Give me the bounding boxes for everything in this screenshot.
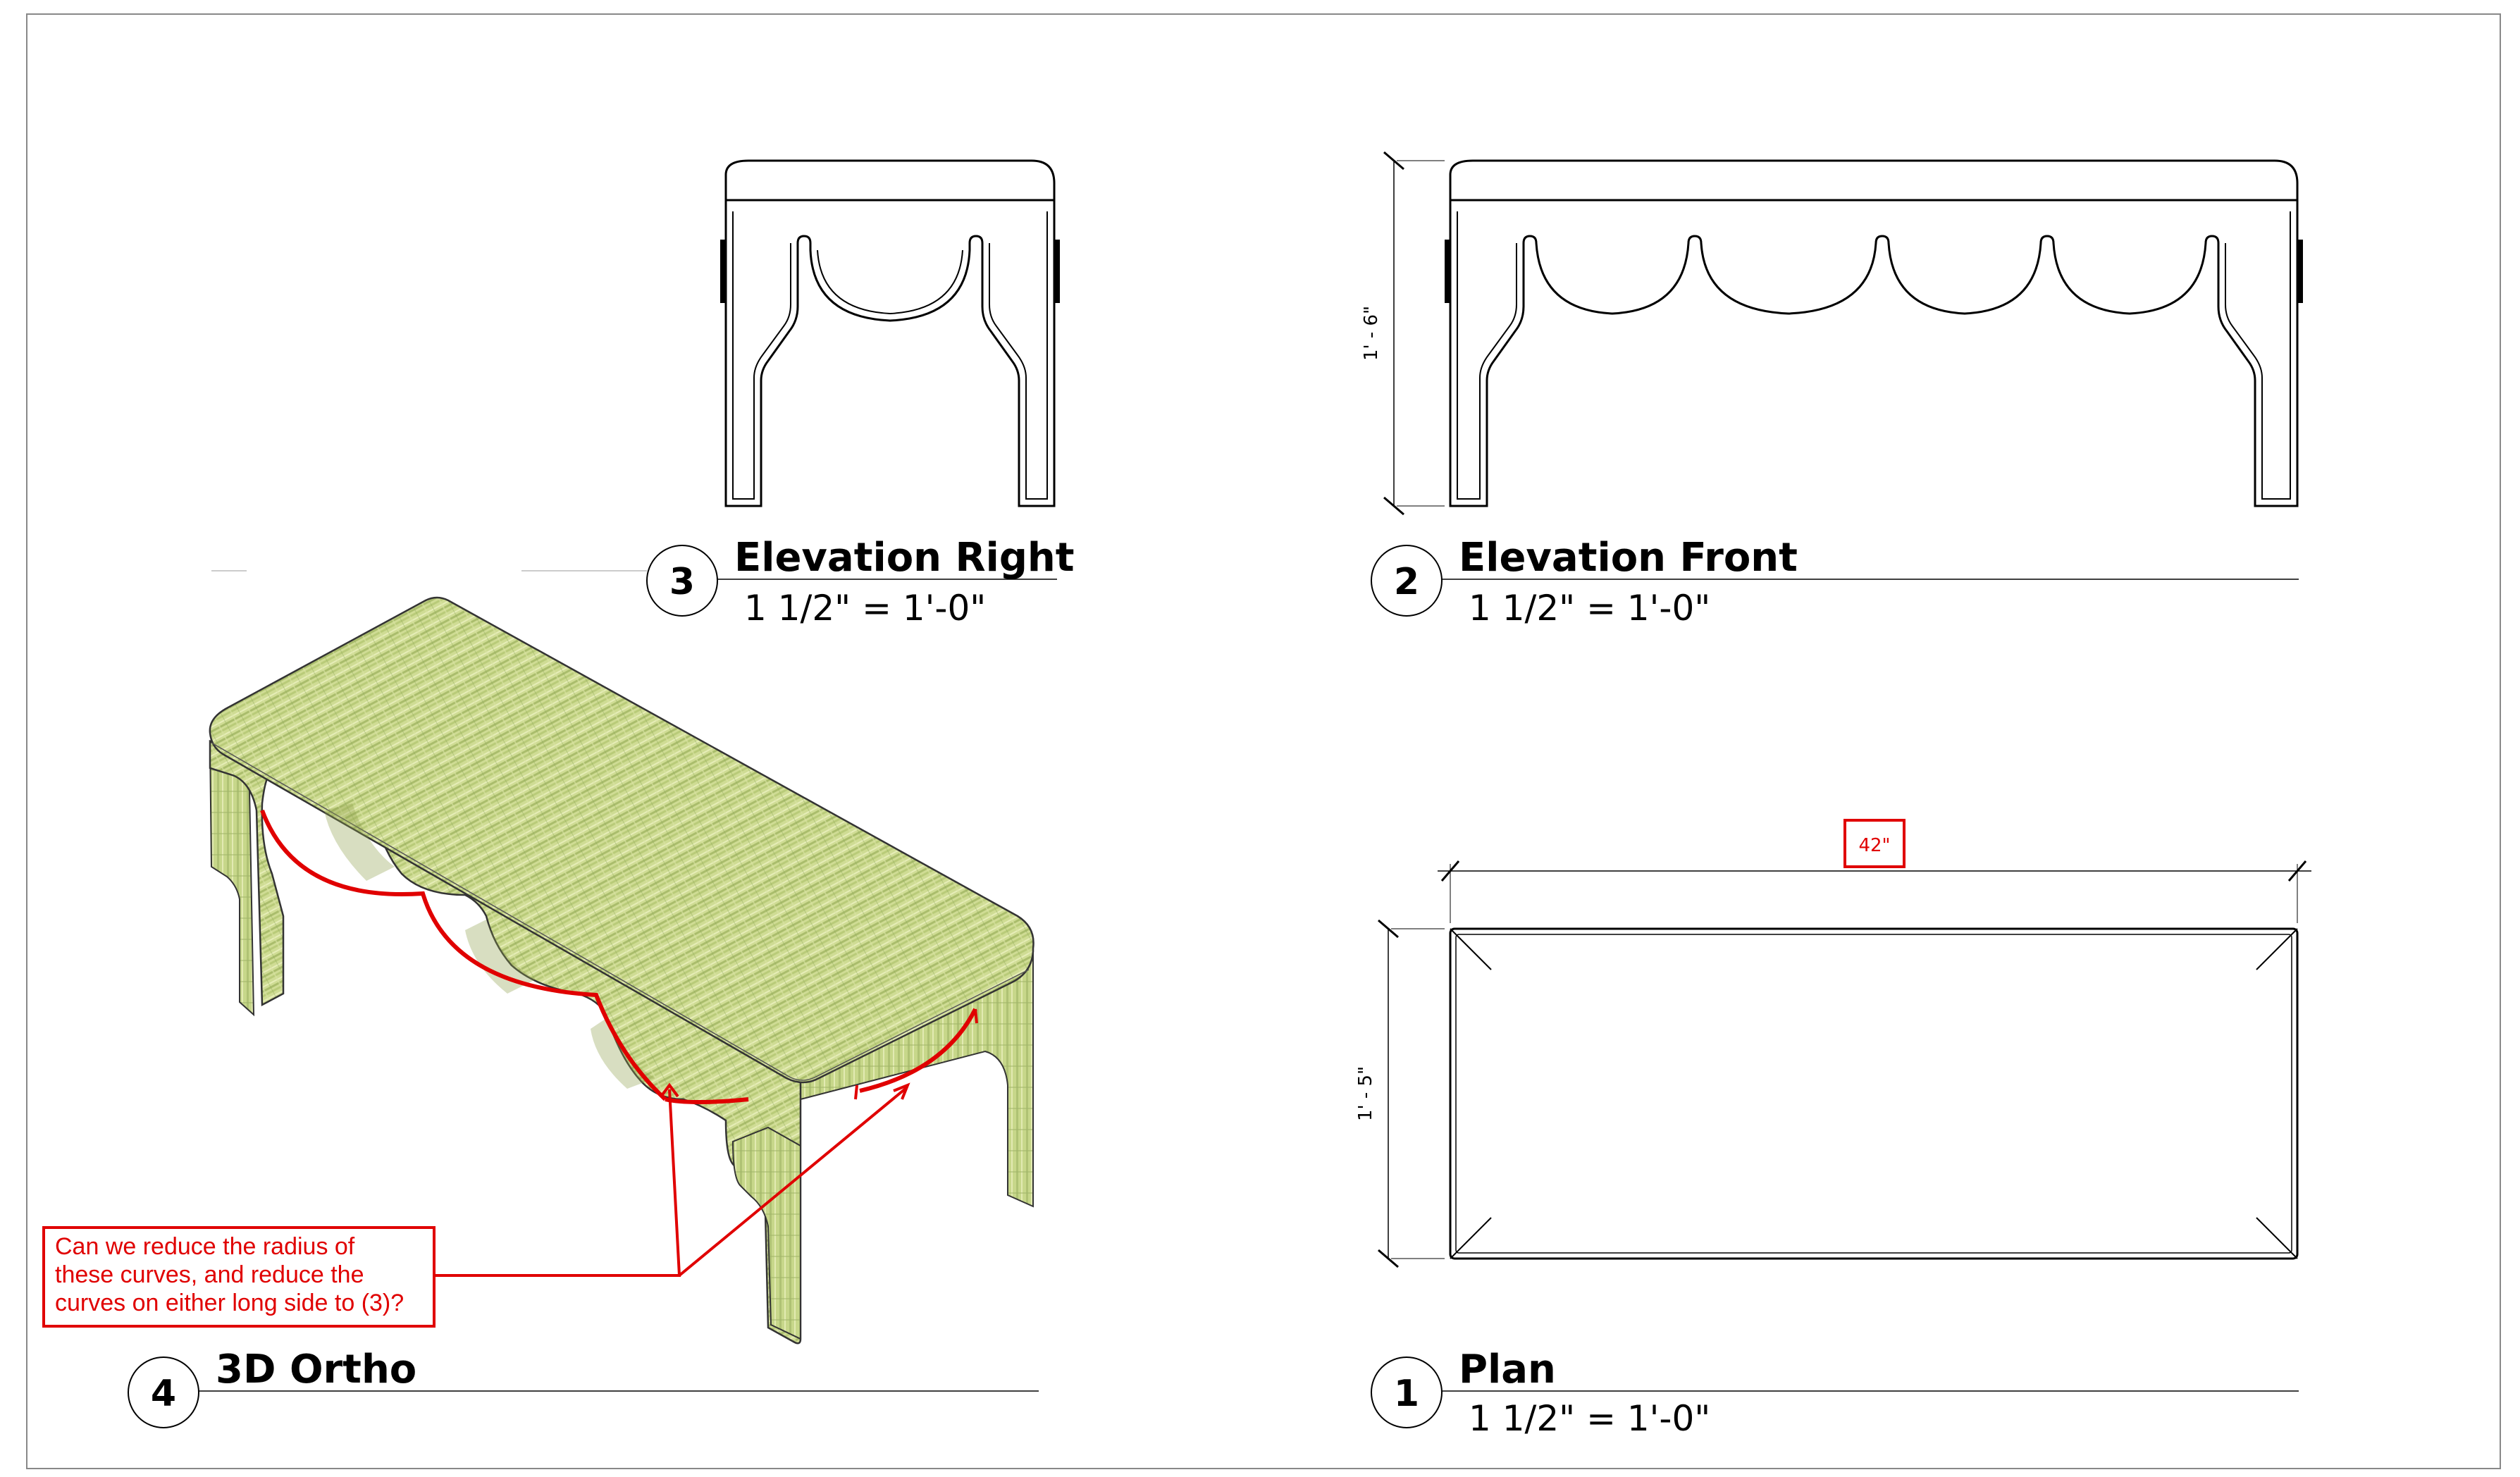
view-number-bubble	[128, 1357, 199, 1428]
view-title: Plan	[1459, 1347, 1556, 1392]
view-number-bubble	[1371, 1357, 1443, 1428]
markup-comment: Can we reduce the radius of these curves…	[42, 1226, 436, 1328]
bench-front-leg	[731, 1126, 801, 1340]
plan-depth-dimension: 1' - 5"	[1355, 919, 1445, 1268]
dimension-label: 1' - 6"	[1361, 306, 1382, 361]
view-title: Elevation Front	[1459, 535, 1798, 581]
view-scale: 1 1/2" = 1'-0"	[1469, 1398, 1710, 1439]
view-title: Elevation Right	[734, 535, 1075, 581]
view-scale: 1 1/2" = 1'-0"	[1469, 588, 1710, 629]
elevation-right-drawing	[720, 159, 1060, 507]
front-height-dimension: 1' - 6"	[1361, 151, 1445, 516]
markup-comment-line: curves on either long side to (3)?	[55, 1290, 404, 1316]
view-number: 3	[669, 561, 695, 603]
markup-comment-line: these curves, and reduce the	[55, 1261, 364, 1288]
view-title-4: 4 3D Ortho	[128, 1347, 1039, 1428]
elevation-front-drawing	[1445, 159, 2303, 507]
markup-comment-line: Can we reduce the radius of	[55, 1233, 355, 1260]
view-number: 4	[151, 1373, 176, 1415]
view-number-bubble	[1371, 545, 1443, 617]
view-title-1: 1 Plan 1 1/2" = 1'-0"	[1371, 1347, 2299, 1439]
scallop-shadow	[465, 920, 536, 994]
bench-top-edge	[211, 742, 1030, 1081]
dimension-label: 1' - 5"	[1355, 1066, 1376, 1121]
plan-width-dimension: 42"	[1438, 819, 2311, 923]
markup-curves	[260, 809, 978, 1104]
view-title-3: 3 Elevation Right 1 1/2" = 1'-0"	[211, 535, 1075, 629]
markup-highlight-box	[1843, 819, 1906, 868]
bench-end-panel-left	[209, 713, 255, 1017]
bench-top	[209, 596, 1034, 1084]
view-scale: 1 1/2" = 1'-0"	[744, 588, 986, 629]
plan-drawing	[1449, 927, 2299, 1260]
dimension-label: 42"	[1858, 835, 1890, 856]
view-number: 2	[1394, 561, 1419, 603]
markup-comment-box	[42, 1226, 436, 1328]
sheet-border	[26, 13, 2501, 1469]
view-number-bubble	[646, 545, 718, 617]
markup-leader-lines	[434, 1082, 910, 1277]
view-number: 1	[1394, 1373, 1419, 1415]
view-title-2: 2 Elevation Front 1 1/2" = 1'-0"	[1371, 535, 2299, 629]
scallop-shadow	[324, 803, 395, 881]
view-title: 3D Ortho	[216, 1347, 416, 1392]
